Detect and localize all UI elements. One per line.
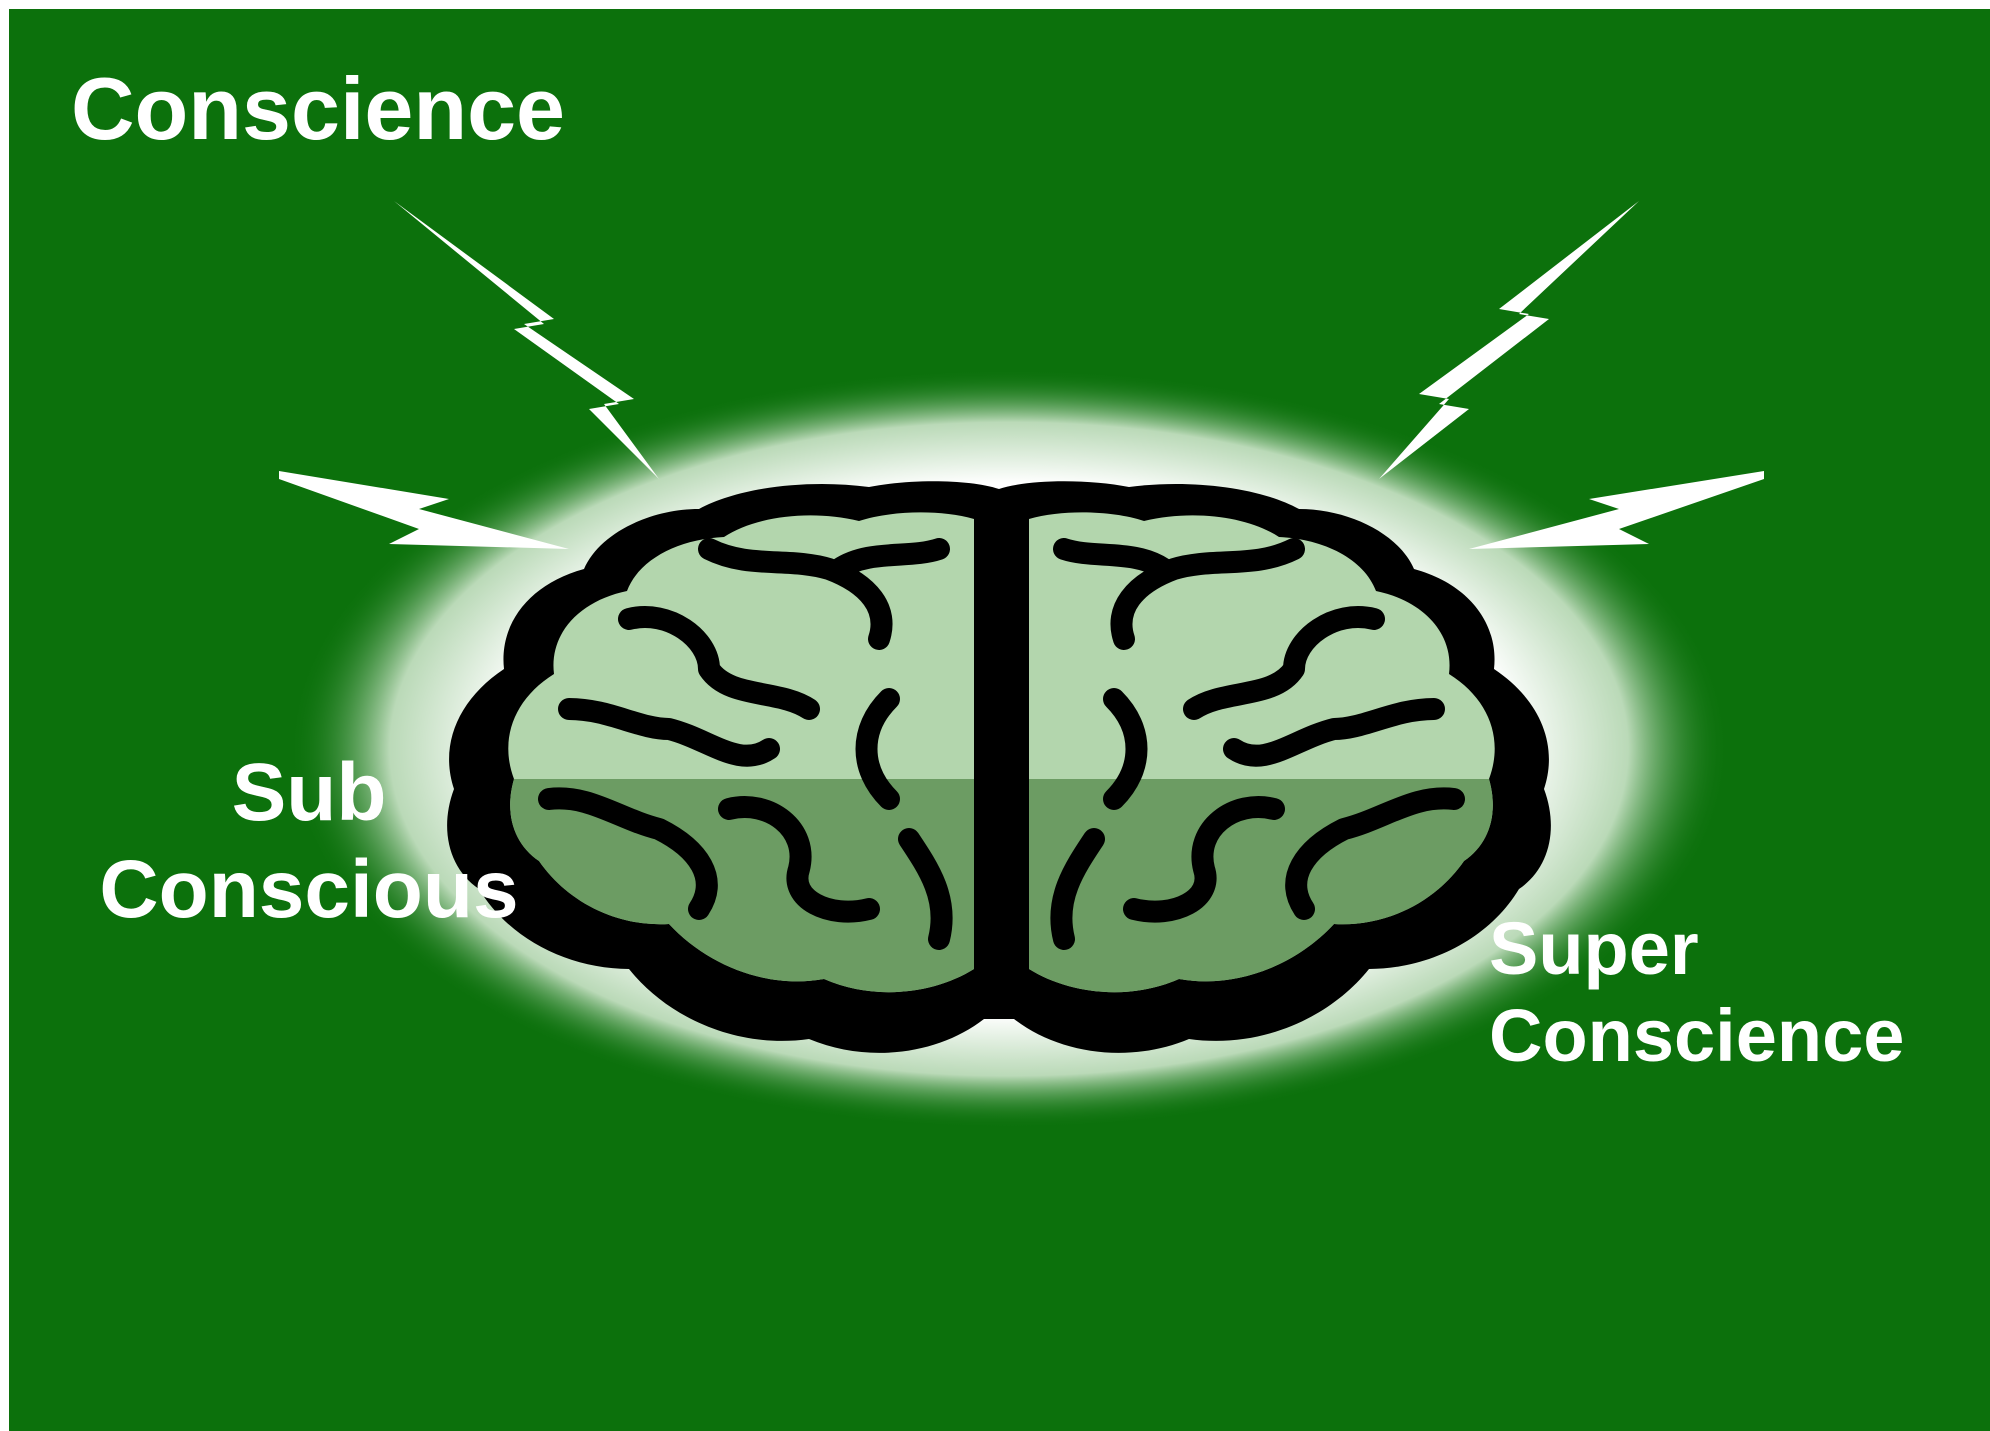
brain-icon [447, 481, 1551, 1053]
lightning-bolt-icon [1469, 471, 1764, 549]
conscience-label: Conscience [71, 59, 565, 158]
poster-background: Conscience Sub Conscious Super Conscienc… [9, 9, 1990, 1431]
subconscious-label-line1: Sub [231, 747, 387, 838]
lightning-bolt-icon [1379, 201, 1639, 479]
illustration [279, 201, 1764, 1129]
subconscious-label: Sub Conscious [99, 745, 519, 939]
lightning-bolt-icon [279, 471, 569, 549]
super-conscience-label-line2: Conscience [1489, 994, 1905, 1078]
super-conscience-label: Super Conscience [1489, 905, 1904, 1080]
subconscious-label-line2: Conscious [99, 843, 519, 935]
super-conscience-label-line1: Super [1489, 907, 1699, 990]
lightning-bolt-icon [394, 201, 659, 479]
